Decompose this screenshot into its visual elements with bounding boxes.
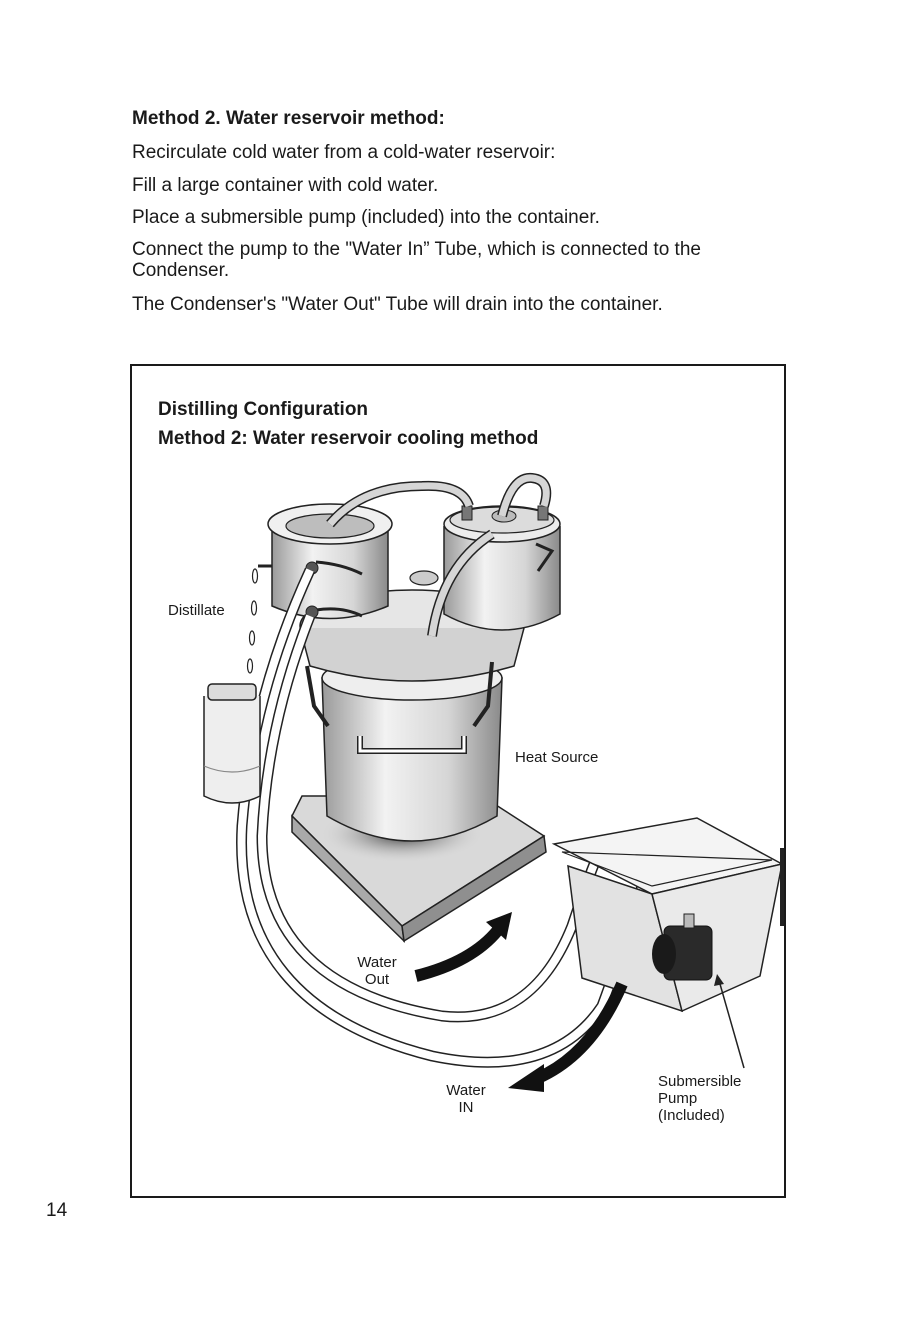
pump-pointer-head [714,974,724,986]
figure-title: Distilling Configuration [158,399,369,420]
label-water-out-line2: Out [364,971,390,988]
collection-jar [203,683,261,804]
water-in-arrow [508,981,628,1092]
label-pump-line1: Submersible [658,1073,742,1090]
label-pump-line2: Pump [658,1090,698,1107]
label-water-out: Water Out [346,954,408,988]
label-submersible-pump: Submersible Pump (Included) [658,1073,741,1124]
page-number: 14 [46,1200,68,1221]
submersible-pump [652,913,713,981]
distilling-configuration-figure: Distilling Configuration Method 2: Water… [130,364,786,1198]
label-water-in: Water IN [435,1082,497,1116]
label-water-in-line1: Water [446,1082,486,1099]
condenser [258,503,393,620]
paragraph-drain: The Condenser's "Water Out" Tube will dr… [132,294,663,315]
water-out-arrow [414,912,512,982]
paragraph-connect: Connect the pump to the "Water In” Tube,… [132,239,701,281]
label-heat-source: Heat Source [515,749,599,766]
paragraph-fill: Fill a large container with cold water. [132,175,439,196]
paragraph-place-pump: Place a submersible pump (included) into… [132,207,600,228]
paragraph-recirculate: Recirculate cold water from a cold-water… [132,142,556,163]
figure-subtitle: Method 2: Water reservoir cooling method [158,428,539,449]
label-water-out-line1: Water [357,954,397,971]
distiller-illustration [203,472,784,1092]
water-reservoir [551,817,784,1013]
label-water-in-line2: IN [458,1099,474,1116]
label-distillate: Distillate [168,602,225,619]
distillate-drops [246,568,259,674]
section-heading: Method 2. Water reservoir method: [132,108,445,129]
label-pump-line3: (Included) [658,1107,725,1124]
pump-pointer-line [719,983,745,1069]
